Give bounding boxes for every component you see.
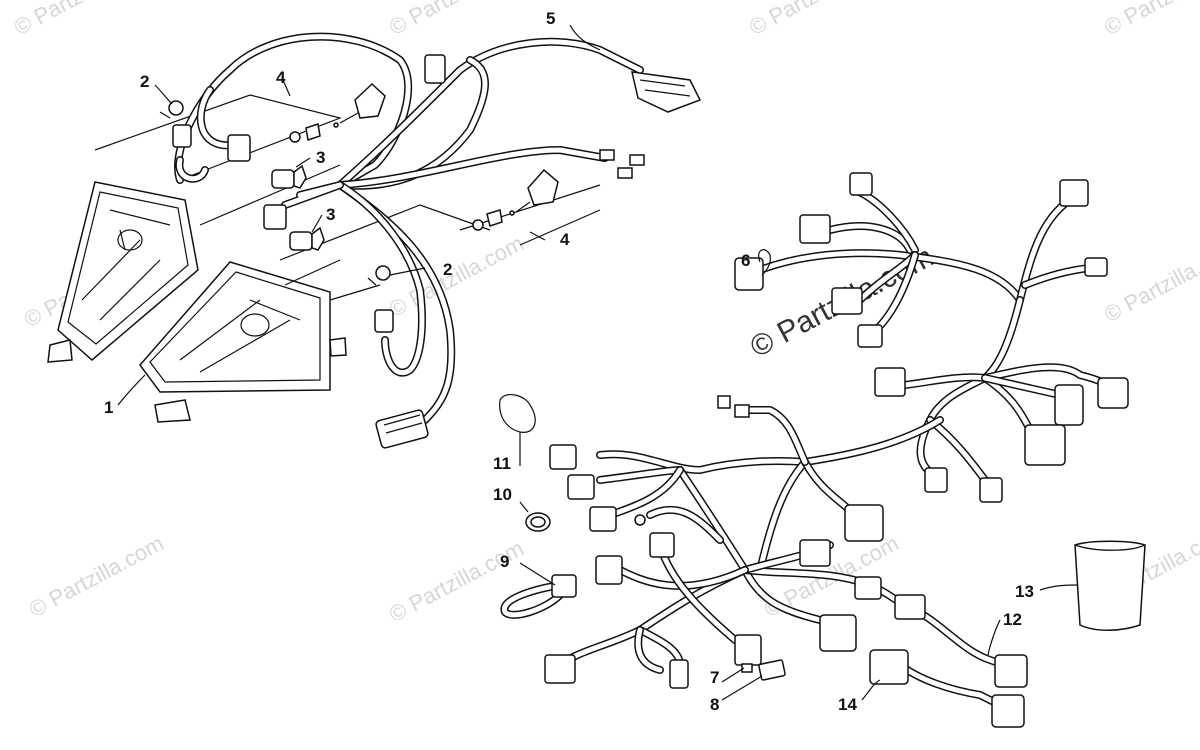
connector-lower-14 — [669, 659, 689, 689]
connector-lower-7 — [799, 539, 831, 567]
callout-2-lower: 2 — [443, 260, 452, 279]
bulb-upper — [271, 164, 307, 189]
harness-lower — [556, 406, 944, 674]
connector-6-right-a — [1054, 384, 1084, 426]
callout-4-lower: 4 — [560, 230, 570, 249]
callout-11: 11 — [493, 454, 511, 473]
socket-right-lower — [374, 309, 394, 333]
callout-1: 1 — [104, 398, 113, 417]
connector-12 — [994, 654, 1028, 688]
connector-lower-15 — [894, 594, 926, 620]
connector-lower-6 — [717, 395, 731, 409]
connector-6-top-2 — [799, 214, 831, 244]
connector-lower-13 — [544, 654, 576, 684]
connector-6-low-2 — [979, 477, 1003, 503]
connector-part5 — [631, 71, 702, 113]
connector-lower-12 — [734, 634, 762, 666]
connector-6-mid-1 — [831, 287, 863, 315]
adjuster-upper — [289, 82, 386, 143]
terminal-lead-3 — [617, 167, 633, 179]
terminal-7 — [741, 663, 753, 673]
connector-6-top-right — [1059, 179, 1089, 207]
connector-6-right — [1084, 257, 1108, 277]
callout-5: 5 — [546, 9, 555, 28]
connector-6-left-mid — [874, 367, 906, 397]
connector-lower-8 — [649, 532, 675, 558]
callout-7: 7 — [710, 668, 719, 687]
callout-12: 12 — [1003, 610, 1022, 629]
connector-plug-top — [424, 54, 446, 84]
connector-6-right-c — [1024, 424, 1066, 466]
sleeve-13 — [1074, 540, 1146, 631]
socket-2-lower — [375, 265, 391, 281]
connector-lower-3 — [589, 506, 617, 532]
headlight-harness — [174, 32, 644, 424]
callout-13: 13 — [1015, 582, 1034, 601]
terminal-lead-2 — [629, 154, 645, 166]
connector-6-low-1 — [924, 467, 948, 493]
connector-6-mid-2 — [857, 324, 883, 348]
adjuster-lower — [472, 168, 559, 231]
connector-left-upper — [227, 134, 251, 162]
ring-terminal — [634, 514, 646, 526]
plug-8 — [758, 659, 786, 681]
connector-lower-10 — [819, 614, 857, 652]
callout-3-lower: 3 — [326, 205, 335, 224]
connector-left-lower — [263, 204, 287, 230]
callout-8: 8 — [710, 695, 719, 714]
connector-6-top-1 — [849, 172, 873, 196]
connector-lower-2 — [567, 474, 595, 500]
callout-3-upper: 3 — [316, 148, 325, 167]
terminal-lead-1 — [599, 149, 615, 161]
callout-2-upper: 2 — [140, 72, 149, 91]
connector-14-b — [991, 694, 1025, 728]
headlight-left — [47, 181, 199, 363]
connector-lower-11 — [854, 576, 882, 600]
headlight-right — [139, 261, 347, 423]
connector-6-right-b — [1097, 377, 1129, 409]
connector-lower-4 — [844, 504, 884, 542]
callout-9: 9 — [500, 552, 509, 571]
connector-14-a — [869, 649, 909, 685]
bulb-lower — [289, 226, 325, 251]
ring-11 — [499, 393, 536, 433]
connector-lower-9 — [595, 555, 623, 585]
socket-left-upper — [172, 124, 192, 148]
callout-4-upper: 4 — [276, 68, 286, 87]
callout-14: 14 — [838, 695, 857, 714]
callout-10: 10 — [493, 485, 512, 504]
callout-6: 6 — [741, 251, 750, 270]
socket-2-upper — [168, 100, 184, 116]
connector-lower-5 — [734, 404, 750, 418]
harness-14 — [896, 661, 1004, 709]
connector-lower-1 — [549, 444, 577, 470]
clip-9 — [551, 574, 577, 598]
